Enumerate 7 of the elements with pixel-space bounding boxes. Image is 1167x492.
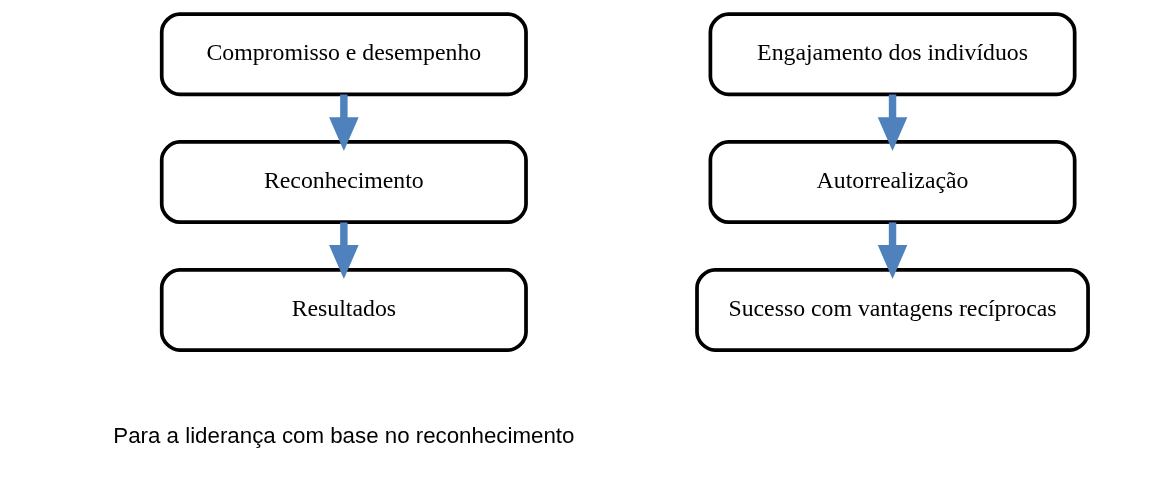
node-box: Autorrealização xyxy=(708,140,1077,225)
node-box: Engajamento dos indivíduos xyxy=(708,12,1077,97)
node-box: Sucesso com vantagens recíprocas xyxy=(694,267,1090,352)
node-box: Resultados xyxy=(159,267,528,352)
node-box: Reconhecimento xyxy=(159,140,528,225)
node-box: Compromisso e desempenho xyxy=(159,12,528,97)
label: Para a liderança com base no reconhecimento xyxy=(112,423,574,449)
